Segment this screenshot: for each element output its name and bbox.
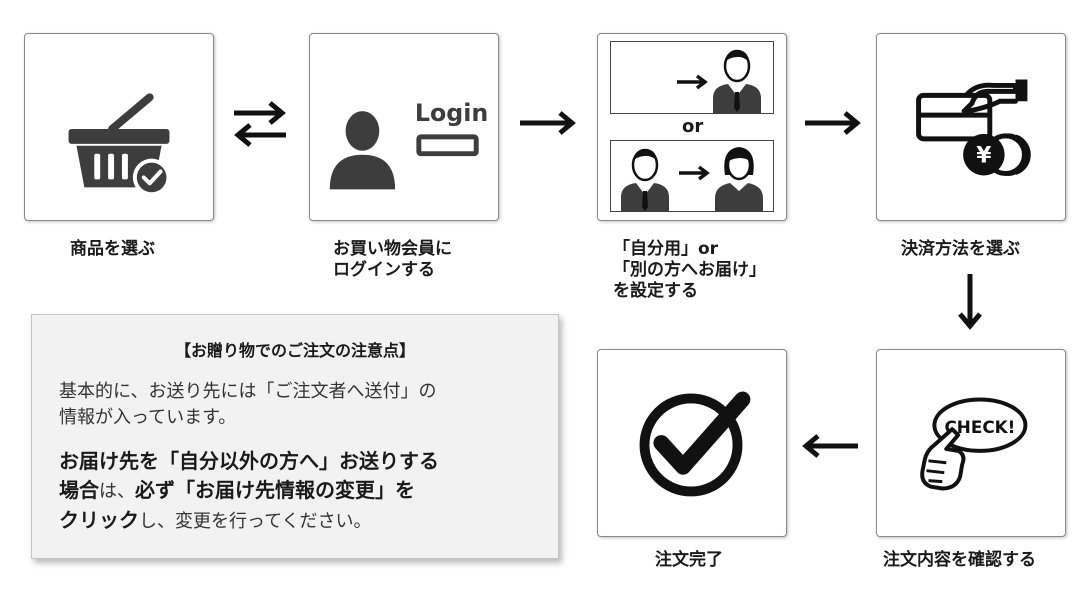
person-to-other-person-icon <box>621 147 763 212</box>
svg-text:¥: ¥ <box>976 144 991 169</box>
step-complete-box <box>597 349 787 537</box>
arrow-to-self-person-icon <box>677 49 761 114</box>
step-login-caption-line2: ログインする <box>333 260 435 280</box>
notice-text-1: は、 <box>99 481 135 502</box>
checkmark-circle-icon <box>639 391 751 497</box>
step-payment-caption: 決済方法を選ぶ <box>901 239 1020 259</box>
notice-paragraph-2: お届け先を「自分以外の方へ」お送りする 場合は、必ず「お届け先情報の変更」を ク… <box>59 447 549 536</box>
step-recipient-box: or <box>597 33 787 221</box>
login-text: Login <box>415 99 488 127</box>
notice-text-2: し、変更を行ってください。 <box>139 511 372 532</box>
down-arrow-icon <box>958 274 982 330</box>
notice-emphasis-4: クリック <box>59 508 139 532</box>
notice-emphasis-1: お届け先を「自分以外の方へ」お送りする <box>59 449 439 473</box>
notice-line-1: 基本的に、お送り先には「ご注文者へ送付」の <box>59 381 437 402</box>
step-login-caption-line1: お買い物会員に <box>333 239 452 259</box>
other-option-panel <box>610 140 774 212</box>
step-login-caption: お買い物会員に ログインする <box>333 239 452 281</box>
step-payment-box: ¥ <box>876 33 1066 221</box>
notice-title: 【お贈り物でのご注文の注意点】 <box>174 341 415 360</box>
notice-emphasis-2: 場合 <box>59 478 99 502</box>
step-confirm-caption: 注文内容を確認する <box>883 550 1036 570</box>
right-arrow-icon <box>805 111 861 135</box>
right-arrow-icon <box>520 111 576 135</box>
step-login-box: Login <box>309 33 499 221</box>
notice-emphasis-3: 必ず「お届け先情報の変更」を <box>135 478 415 502</box>
left-arrow-icon <box>802 434 858 458</box>
step-select-product-caption: 商品を選ぶ <box>70 239 155 259</box>
check-text: CHECK! <box>944 417 1015 437</box>
user-login-icon: Login <box>329 99 488 190</box>
step-recipient-caption-line3: を設定する <box>613 281 698 301</box>
step-select-product-box <box>24 33 214 221</box>
step-recipient-caption-line2: 「別の方へお届け」 <box>613 260 766 280</box>
step-complete-caption: 注文完了 <box>655 550 723 570</box>
or-label: or <box>682 116 704 137</box>
step-recipient-caption-line1: 「自分用」or <box>613 239 719 259</box>
hand-card-yen-coins-icon: ¥ <box>916 79 1031 176</box>
self-option-panel <box>610 41 774 114</box>
check-speech-bubble-icon: CHECK! <box>920 397 1028 491</box>
notice-paragraph-1: 基本的に、お送り先には「ご注文者へ送付」の 情報が入っています。 <box>59 379 539 431</box>
step-confirm-box: CHECK! <box>876 349 1066 537</box>
shopping-basket-check-icon <box>68 93 171 197</box>
step-recipient-caption: 「自分用」or 「別の方へお届け」 を設定する <box>613 239 766 302</box>
notice-line-2: 情報が入っています。 <box>59 407 237 428</box>
bidirectional-arrow-icon <box>234 101 286 147</box>
gift-order-notice: 【お贈り物でのご注文の注意点】 基本的に、お送り先には「ご注文者へ送付」の 情報… <box>31 314 559 559</box>
